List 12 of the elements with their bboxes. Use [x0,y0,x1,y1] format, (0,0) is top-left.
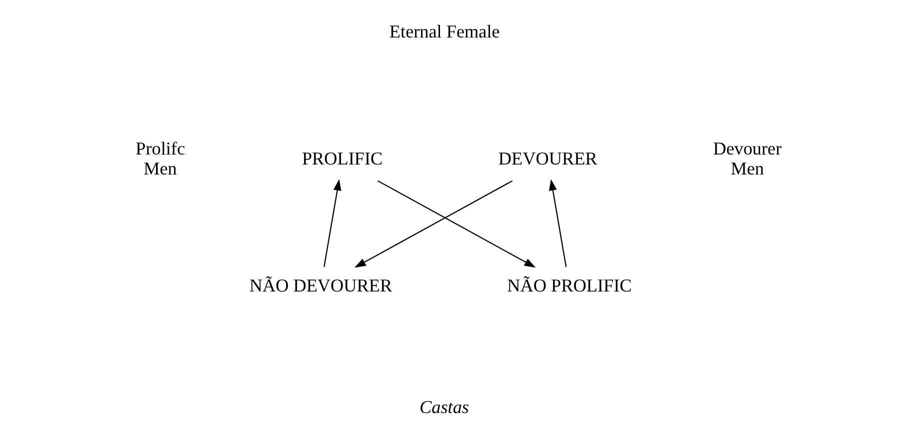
node-text: NÃO DEVOURER [248,276,392,296]
arrow [354,180,512,268]
node-text: NÃO PROLIFIC [506,276,632,296]
node-text: PROLIFIC [301,148,382,168]
label: Devourer Men [712,138,782,179]
label: Prolifc Men [135,138,185,179]
node-text: DEVOURER [498,148,597,168]
arrow [548,179,566,267]
arrow [377,180,536,268]
label: Eternal Female [388,21,500,42]
label: Castas [419,397,468,418]
arrow [323,179,341,267]
